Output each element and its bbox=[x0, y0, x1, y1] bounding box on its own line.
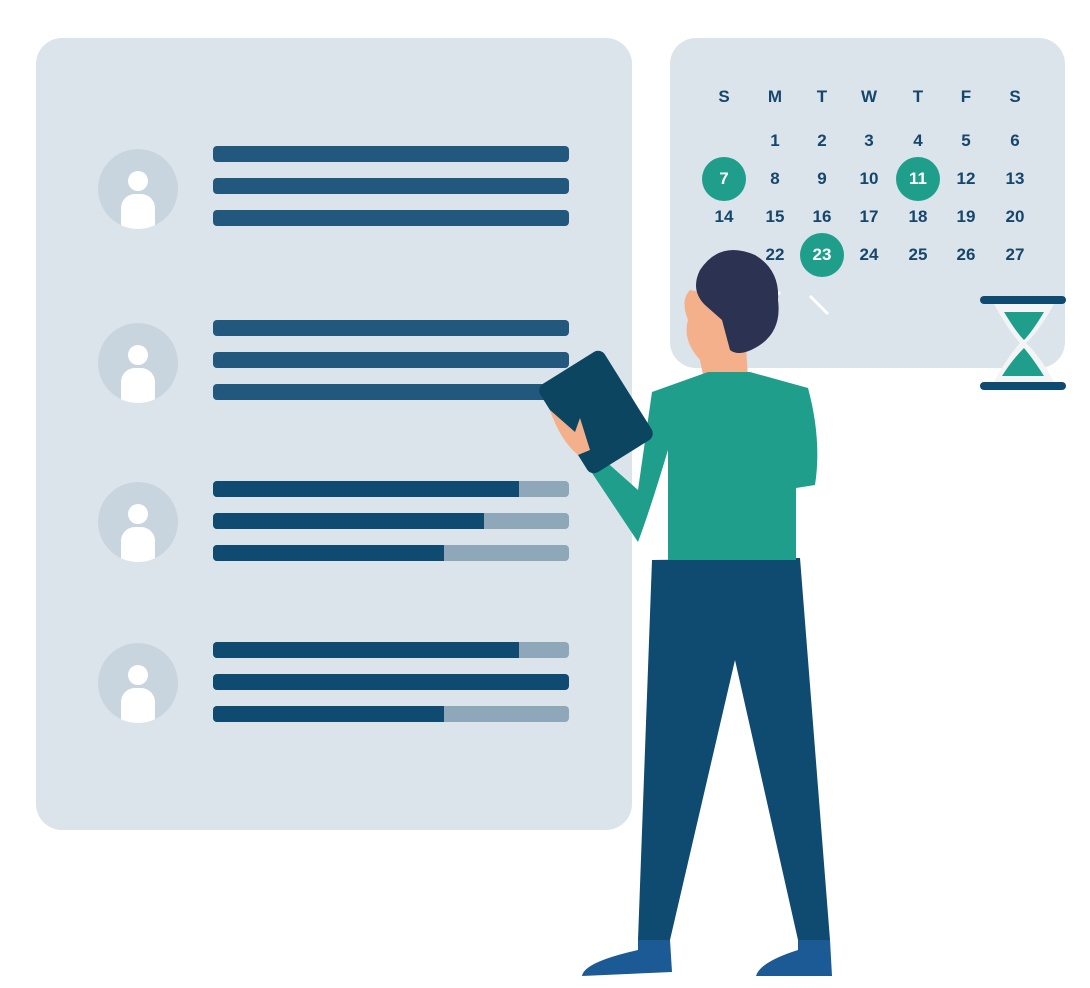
calendar-day[interactable]: 12 bbox=[956, 169, 976, 188]
calendar-day[interactable]: 10 bbox=[859, 169, 879, 188]
weekday-label: S bbox=[1009, 87, 1021, 106]
calendar-day[interactable]: 4 bbox=[913, 131, 923, 150]
progress-bar bbox=[213, 545, 569, 561]
hourglass-icon bbox=[980, 296, 1066, 390]
progress-fill bbox=[213, 481, 520, 497]
weekday-label: S bbox=[718, 87, 730, 106]
user-icon-body bbox=[121, 688, 155, 723]
text-line bbox=[213, 320, 569, 336]
user-icon bbox=[128, 504, 148, 524]
progress-bar bbox=[213, 674, 569, 690]
weekday-label: T bbox=[912, 87, 924, 106]
calendar-day[interactable]: 20 bbox=[1005, 207, 1025, 226]
calendar-day[interactable]: 19 bbox=[956, 207, 976, 226]
calendar-day[interactable]: 24 bbox=[859, 245, 879, 264]
calendar-day[interactable]: 27 bbox=[1005, 245, 1025, 264]
weekday-label: W bbox=[860, 87, 878, 106]
progress-bar bbox=[213, 706, 569, 722]
calendar-day[interactable]: 2 bbox=[817, 131, 827, 150]
user-icon-body bbox=[121, 368, 155, 403]
calendar-day[interactable]: 6 bbox=[1010, 131, 1020, 150]
user-icon bbox=[128, 345, 148, 365]
calendar-day[interactable]: 3 bbox=[864, 131, 874, 150]
text-line bbox=[213, 146, 569, 162]
text-line bbox=[213, 210, 569, 226]
calendar-day[interactable]: 14 bbox=[714, 207, 734, 226]
calendar-day[interactable]: 18 bbox=[908, 207, 928, 226]
avatar bbox=[98, 482, 178, 562]
calendar-day[interactable]: 25 bbox=[908, 245, 928, 264]
calendar-day[interactable]: 11 bbox=[896, 157, 940, 201]
progress-fill bbox=[213, 674, 569, 690]
calendar-day[interactable]: 23 bbox=[800, 233, 844, 277]
text-line bbox=[213, 384, 569, 400]
progress-fill bbox=[213, 706, 445, 722]
calendar-day[interactable]: 7 bbox=[702, 157, 746, 201]
calendar-day[interactable]: 16 bbox=[812, 207, 832, 226]
progress-fill bbox=[213, 513, 484, 529]
text-line bbox=[213, 352, 569, 368]
weekday-label: F bbox=[960, 87, 972, 106]
progress-fill bbox=[213, 642, 520, 658]
calendar-day[interactable]: 17 bbox=[859, 207, 879, 226]
calendar-day[interactable]: 26 bbox=[956, 245, 976, 264]
weekday-label: T bbox=[816, 87, 828, 106]
progress-bar bbox=[213, 642, 569, 658]
user-icon bbox=[128, 171, 148, 191]
text-line bbox=[213, 178, 569, 194]
weekday-label: M bbox=[767, 87, 783, 106]
avatar bbox=[98, 643, 178, 723]
progress-fill bbox=[213, 545, 445, 561]
progress-bar bbox=[213, 481, 569, 497]
user-icon-body bbox=[121, 194, 155, 229]
avatar bbox=[98, 149, 178, 229]
person bbox=[539, 250, 832, 976]
user-icon bbox=[128, 665, 148, 685]
calendar-day[interactable]: 9 bbox=[817, 169, 827, 188]
progress-bar bbox=[213, 513, 569, 529]
calendar-day[interactable]: 8 bbox=[770, 169, 780, 188]
calendar-day[interactable]: 1 bbox=[770, 131, 780, 150]
avatar bbox=[98, 323, 178, 403]
user-icon-body bbox=[121, 527, 155, 562]
calendar-day[interactable]: 13 bbox=[1005, 169, 1025, 188]
calendar-day[interactable]: 15 bbox=[765, 207, 785, 226]
calendar-day[interactable]: 5 bbox=[961, 131, 971, 150]
calendar-day[interactable]: 22 bbox=[765, 245, 785, 264]
